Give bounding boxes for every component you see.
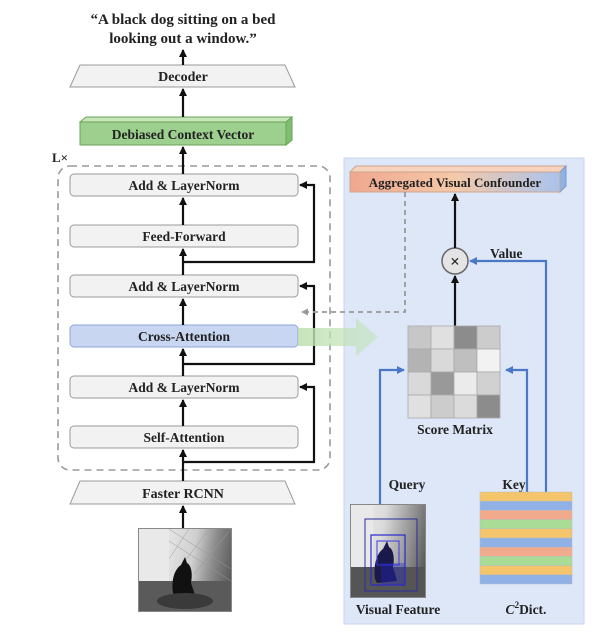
dictionary-entry-stripe — [479, 546, 573, 557]
caption-line-1: “A black dog sitting on a bed — [90, 12, 276, 28]
decoder-block — [69, 64, 296, 88]
dictionary-entry-stripe — [479, 528, 573, 539]
visual-feature-label: Visual Feature — [356, 602, 440, 617]
layers-marker: L× — [52, 150, 68, 165]
residual-top — [183, 181, 316, 264]
key-arrow — [505, 366, 529, 492]
dictionary-entry-stripe — [479, 556, 573, 566]
confounder-block — [349, 171, 561, 193]
dictionary-entry-stripe — [479, 491, 573, 502]
score-matrix-label: Score Matrix — [417, 422, 493, 437]
score-matrix-cell — [430, 394, 455, 419]
score-matrix-grid — [407, 325, 501, 419]
visual-feature-image — [350, 504, 426, 598]
context-vector-label: Debiased Context Vector — [112, 127, 254, 142]
feed-forward-label: Feed-Forward — [142, 229, 226, 244]
value-arrow — [469, 257, 548, 492]
dictionary-label: C2Dict. — [506, 600, 547, 617]
confounder-label: Aggregated Visual Confounder — [369, 175, 542, 190]
add-norm-mid-label: Add & LayerNorm — [129, 279, 241, 294]
confounder-dictionary-stack — [479, 491, 573, 585]
dictionary-entry-stripe — [479, 537, 573, 548]
score-matrix-cell — [407, 325, 432, 350]
score-matrix-cell — [476, 348, 501, 373]
multiply-symbol: × — [450, 252, 460, 271]
cross-attention-green-arrow — [298, 318, 378, 356]
key-label: Key — [502, 477, 525, 492]
score-matrix-cell — [407, 348, 432, 373]
add-norm-bottom-label: Add & LayerNorm — [129, 380, 241, 395]
score-matrix-cell — [453, 394, 478, 419]
score-matrix-cell — [430, 348, 455, 373]
query-label: Query — [389, 477, 426, 492]
score-matrix-cell — [476, 325, 501, 350]
score-matrix-cell — [453, 325, 478, 350]
query-arrow — [378, 366, 405, 504]
faster-rcnn-label: Faster RCNN — [142, 487, 224, 502]
residual-bottom — [183, 383, 316, 464]
score-matrix-cell — [453, 371, 478, 396]
score-matrix-cell — [407, 394, 432, 419]
score-matrix-cell — [476, 371, 501, 396]
input-image — [138, 528, 232, 612]
dictionary-entry-stripe — [479, 565, 573, 576]
visual-feature-icon — [351, 505, 425, 597]
dog-photo-icon — [139, 529, 231, 611]
value-label: Value — [490, 246, 523, 261]
dictionary-entry-stripe — [479, 500, 573, 511]
caption-line-2: looking out a window.” — [109, 31, 257, 47]
dictionary-entry-stripe — [479, 519, 573, 530]
faster-rcnn-block — [69, 480, 296, 505]
encoder-stack-container — [57, 165, 331, 471]
score-matrix-cell — [430, 325, 455, 350]
confounder-top — [348, 165, 568, 173]
score-matrix-cell — [430, 371, 455, 396]
context-vector-top — [78, 116, 294, 123]
score-matrix-cell — [407, 371, 432, 396]
dictionary-entry-stripe — [479, 510, 573, 520]
add-norm-top-label: Add & LayerNorm — [129, 178, 241, 193]
score-matrix-cell — [476, 394, 501, 419]
context-vector-side — [285, 115, 293, 147]
self-attention-label: Self-Attention — [144, 430, 225, 445]
score-matrix-cell — [453, 348, 478, 373]
cross-attention-label: Cross-Attention — [138, 329, 230, 344]
decoder-label: Decoder — [158, 70, 208, 85]
dictionary-entry-stripe — [479, 574, 573, 585]
context-vector-block — [79, 121, 287, 146]
residual-mid — [183, 282, 316, 366]
confounder-feedback-arrow — [301, 192, 406, 316]
